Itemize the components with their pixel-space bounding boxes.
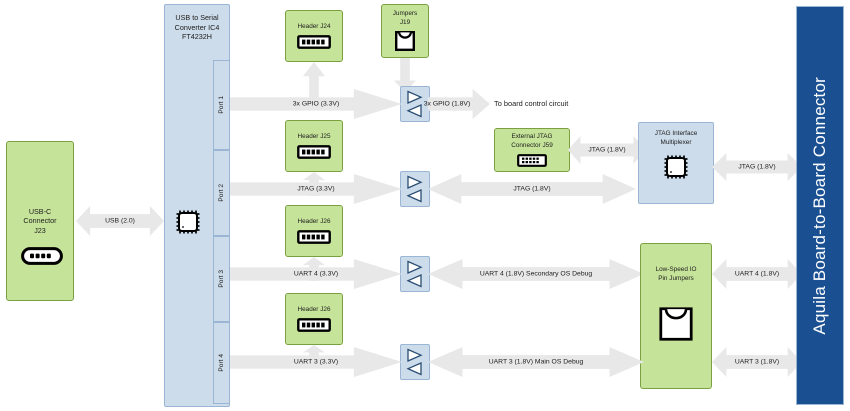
level-shifter-port4 xyxy=(400,344,430,380)
port1-out-label-text: 3x GPIO (1.8V) xyxy=(423,100,471,108)
jtag-mux-to-board-label-text: JTAG (1.8V) xyxy=(738,163,776,171)
bidirectional-buffer-icon xyxy=(406,175,424,203)
port2-in-arrow-label: JTAG (3.3V) xyxy=(230,174,402,204)
usb-c-port-icon xyxy=(21,247,63,265)
usbc-label-line1: USB-C xyxy=(28,206,52,216)
converter-label-line1: USB to Serial xyxy=(175,13,219,22)
usbc-connector-block: USB-C Connector J23 xyxy=(6,141,74,301)
port4-out-label-text: UART 3 (1.8V) Main OS Debug xyxy=(488,358,584,366)
pin-header-icon xyxy=(297,35,331,50)
ext-jtag-to-mux-label: JTAG (1.8V) xyxy=(568,136,646,164)
port2-out-arrow-label: JTAG (1.8V) xyxy=(428,174,636,204)
jtag-mux-label-line1: JTAG Interface xyxy=(654,130,698,137)
port1-destination-text: To board control circuit xyxy=(494,99,569,108)
usb-link-label: USB (2.0) xyxy=(76,206,164,236)
qfn-chip-icon xyxy=(662,153,690,181)
jumpers-j19-label-line1: Jumpers xyxy=(392,9,418,17)
port3-to-board-label: UART 4 (1.8V) xyxy=(712,259,802,289)
ext-jtag-label-line2: Connector J59 xyxy=(511,142,553,149)
usbc-label-line3: J23 xyxy=(34,225,46,235)
jumper-shunt-icon xyxy=(394,30,416,52)
jumpers-j19-label-line2: J19 xyxy=(399,18,411,26)
port-slot-3[interactable]: Port 3 xyxy=(213,236,230,322)
pin-header-icon xyxy=(297,145,331,160)
port3-out-arrow-label: UART 4 (1.8V) Secondary OS Debug xyxy=(428,259,644,289)
port-slot-1[interactable]: Port 1 xyxy=(213,60,230,150)
pin-header-icon xyxy=(297,318,331,333)
header-j26-lower-label: Header J26 xyxy=(297,305,331,313)
aquila-board-to-board-connector-block: Aquila Board-to-Board Connector xyxy=(796,6,844,405)
port3-to-board-label-text: UART 4 (1.8V) xyxy=(734,270,780,278)
port-slot-4[interactable]: Port 4 xyxy=(213,322,230,404)
level-shifter-port3 xyxy=(400,256,430,292)
header-j26-upper-block: Header J26 xyxy=(285,205,343,257)
port4-out-arrow-label: UART 3 (1.8V) Main OS Debug xyxy=(428,347,644,377)
level-shifter-port1 xyxy=(400,86,430,122)
port3-in-arrow-label: UART 4 (3.3V) xyxy=(230,259,402,289)
port3-out-label-text: UART 4 (1.8V) Secondary OS Debug xyxy=(479,270,593,278)
port4-in-arrow-label: UART 3 (3.3V) xyxy=(230,347,402,377)
jtag-interface-multiplexer-block: JTAG Interface Multiplexer xyxy=(638,122,714,204)
header-j24-label: Header J24 xyxy=(297,22,331,30)
idc-connector-icon xyxy=(517,153,547,167)
jumpers-j19-block: Jumpers J19 xyxy=(381,4,429,58)
port1-in-label-text: 3x GPIO (3.3V) xyxy=(292,100,340,108)
bidirectional-buffer-icon xyxy=(406,90,424,118)
port1-out-arrow-label: 3x GPIO (1.8V) xyxy=(416,89,478,119)
header-j25-label: Header J25 xyxy=(297,132,331,140)
level-shifter-port2 xyxy=(400,171,430,207)
header-j26-upper-label: Header J26 xyxy=(297,217,331,225)
usb-link-label-text: USB (2.0) xyxy=(105,217,135,225)
jtag-mux-label-line2: Multiplexer xyxy=(660,138,692,146)
port1-in-arrow-label: 3x GPIO (3.3V) xyxy=(230,89,402,119)
lowspeed-io-label-line2: Pin Jumpers xyxy=(658,274,694,282)
port-2-label: Port 2 xyxy=(218,184,225,202)
jtag-mux-to-board-label: JTAG (1.8V) xyxy=(712,153,802,181)
port2-in-label-text: JTAG (3.3V) xyxy=(297,185,335,193)
port4-to-board-label-text: UART 3 (1.8V) xyxy=(734,358,780,366)
ext-jtag-label-line1: External JTAG xyxy=(511,133,553,141)
low-speed-io-pin-jumpers-block: Low-Speed IO Pin Jumpers xyxy=(640,243,712,389)
port3-in-label-text: UART 4 (3.3V) xyxy=(293,270,339,278)
bidirectional-buffer-icon xyxy=(406,260,424,288)
pin-header-icon xyxy=(297,230,331,245)
port4-in-label-text: UART 3 (3.3V) xyxy=(293,358,339,366)
header-j25-block: Header J25 xyxy=(285,120,343,172)
port-3-label: Port 3 xyxy=(218,270,225,288)
external-jtag-connector-block: External JTAG Connector J59 xyxy=(494,128,570,172)
lowspeed-io-label-line1: Low-Speed IO xyxy=(655,266,697,273)
usbc-label-line2: Connector xyxy=(23,216,57,226)
board-connector-title: Aquila Board-to-Board Connector xyxy=(810,76,829,335)
port4-to-board-label: UART 3 (1.8V) xyxy=(712,347,802,377)
qfn-chip-icon xyxy=(174,208,202,236)
header-j26-lower-block: Header J26 xyxy=(285,293,343,345)
port-4-label: Port 4 xyxy=(218,354,225,372)
port2-out-label-text: JTAG (1.8V) xyxy=(513,185,551,193)
bidirectional-buffer-icon xyxy=(406,348,424,376)
jumper-shunt-icon xyxy=(657,305,695,343)
converter-label-line3: FT4232H xyxy=(182,32,212,41)
converter-label-line2: Converter IC4 xyxy=(174,22,220,32)
header-j24-block: Header J24 xyxy=(285,10,343,62)
port-1-label: Port 1 xyxy=(218,96,225,114)
port-slot-2[interactable]: Port 2 xyxy=(213,150,230,236)
ext-jtag-to-mux-label-text: JTAG (1.8V) xyxy=(588,146,626,154)
